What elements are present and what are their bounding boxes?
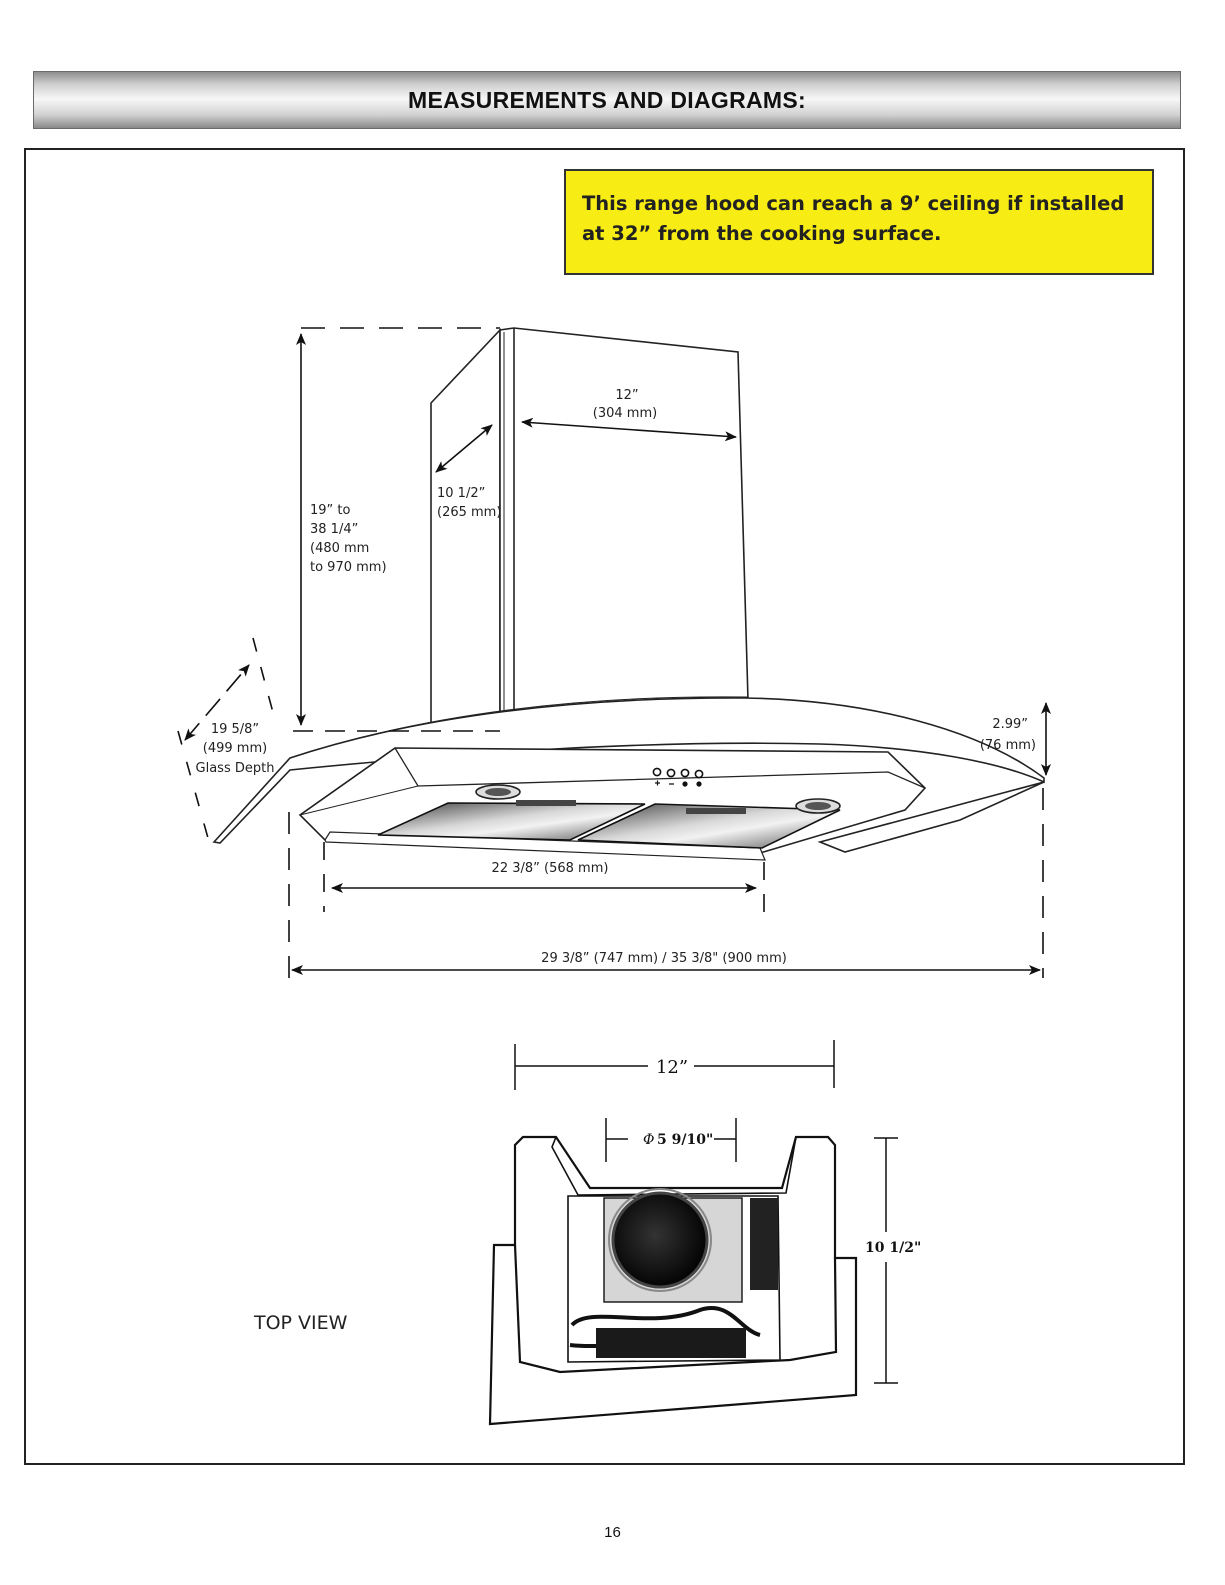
- canopy-height-mm: (76 mm): [980, 738, 1036, 753]
- cable-box: [596, 1328, 746, 1358]
- section-title: MEASUREMENTS AND DIAGRAMS:: [408, 86, 806, 113]
- glass-depth-mm: (499 mm): [203, 741, 267, 756]
- control-panel: [652, 767, 704, 787]
- glass-depth-label: Glass Depth: [196, 761, 275, 776]
- front-dimension-lines: [177, 327, 1051, 982]
- chimney-width-in: 12”: [615, 388, 638, 403]
- chimney-height-line4: to 970 mm): [310, 560, 387, 575]
- diameter-symbol: Φ: [643, 1132, 654, 1148]
- front-dimension-labels: 12” (304 mm) 10 1/2” (265 mm) 19” to 38 …: [196, 388, 1036, 966]
- chimney-width-arrow: [521, 417, 737, 442]
- range-hood-front-view: [212, 327, 1045, 861]
- top-view-dimensions: [514, 1040, 898, 1384]
- section-header-bar: MEASUREMENTS AND DIAGRAMS:: [33, 71, 1181, 129]
- filter-width-label: 22 3/8” (568 mm): [492, 861, 609, 876]
- chimney-height-line2: 38 1/4”: [310, 522, 358, 537]
- chimney-side-panel: [430, 327, 501, 736]
- control-button: [652, 767, 662, 777]
- top-view-depth-label: 10 1/2": [865, 1240, 921, 1256]
- chimney-width-mm: (304 mm): [593, 406, 657, 421]
- hood-underside: [324, 831, 766, 861]
- range-hood-top-view: [488, 1135, 858, 1426]
- page-number: 16: [604, 1524, 621, 1541]
- control-button: [666, 768, 676, 778]
- canopy-height-in: 2.99”: [992, 717, 1028, 732]
- top-view-width-label: 12”: [656, 1057, 688, 1078]
- duct-diameter-label: 5 9/10": [657, 1132, 713, 1148]
- fan-duct: [611, 1191, 709, 1289]
- overall-width-label: 29 3/8” (747 mm) / 35 3/8" (900 mm): [541, 951, 787, 966]
- glass-depth-in: 19 5/8”: [211, 722, 259, 737]
- callout-text: This range hood can reach a 9’ ceiling i…: [582, 192, 1125, 245]
- filter-right: [577, 803, 841, 849]
- top-view-label: TOP VIEW: [254, 1312, 348, 1334]
- diagram-frame: [24, 148, 1185, 1465]
- chimney-depth-mm: (265 mm): [437, 505, 501, 520]
- ceiling-height-callout: This range hood can reach a 9’ ceiling i…: [564, 169, 1154, 275]
- chimney-height-line1: 19” to: [310, 503, 351, 518]
- chimney-depth-arrow: [435, 424, 493, 473]
- control-button: [694, 769, 704, 779]
- hood-back-panel: [817, 781, 1045, 853]
- chimney-height-line3: (480 mm: [310, 541, 369, 556]
- glass-depth-arrow: [184, 664, 250, 741]
- chimney-depth-in: 10 1/2”: [437, 486, 485, 501]
- filter-left: [377, 802, 646, 841]
- top-view-labels: 12” Φ 5 9/10" 10 1/2": [643, 1057, 921, 1256]
- control-button: [680, 768, 690, 778]
